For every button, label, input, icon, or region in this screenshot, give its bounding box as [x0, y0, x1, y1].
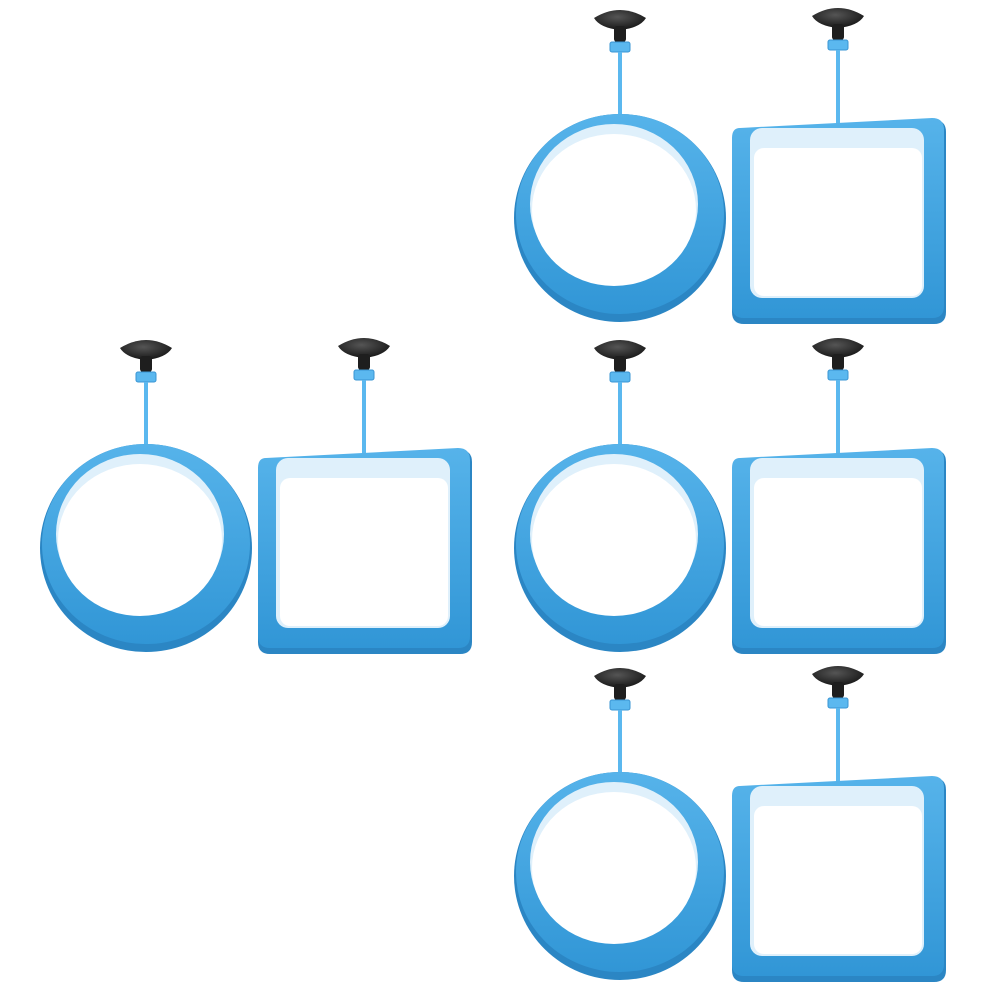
suction-cup-icon	[811, 665, 865, 789]
square-feeding-ring	[732, 665, 946, 982]
suction-cup-icon	[593, 667, 647, 791]
square-feeding-ring	[732, 7, 946, 324]
suction-cup-icon	[811, 7, 865, 131]
feeding-ring-set	[40, 337, 472, 654]
feeding-ring-set	[514, 7, 946, 324]
feeding-ring-set	[514, 665, 946, 982]
suction-cup-icon	[337, 337, 391, 461]
suction-cup-icon	[119, 339, 173, 463]
feeding-ring-set	[514, 337, 946, 654]
round-feeding-ring	[514, 667, 726, 980]
square-feeding-ring	[732, 337, 946, 654]
suction-cup-icon	[593, 339, 647, 463]
square-feeding-ring	[258, 337, 472, 654]
suction-cup-icon	[811, 337, 865, 461]
round-feeding-ring	[514, 9, 726, 322]
round-feeding-ring	[40, 339, 252, 652]
round-feeding-ring	[514, 339, 726, 652]
suction-cup-icon	[593, 9, 647, 133]
